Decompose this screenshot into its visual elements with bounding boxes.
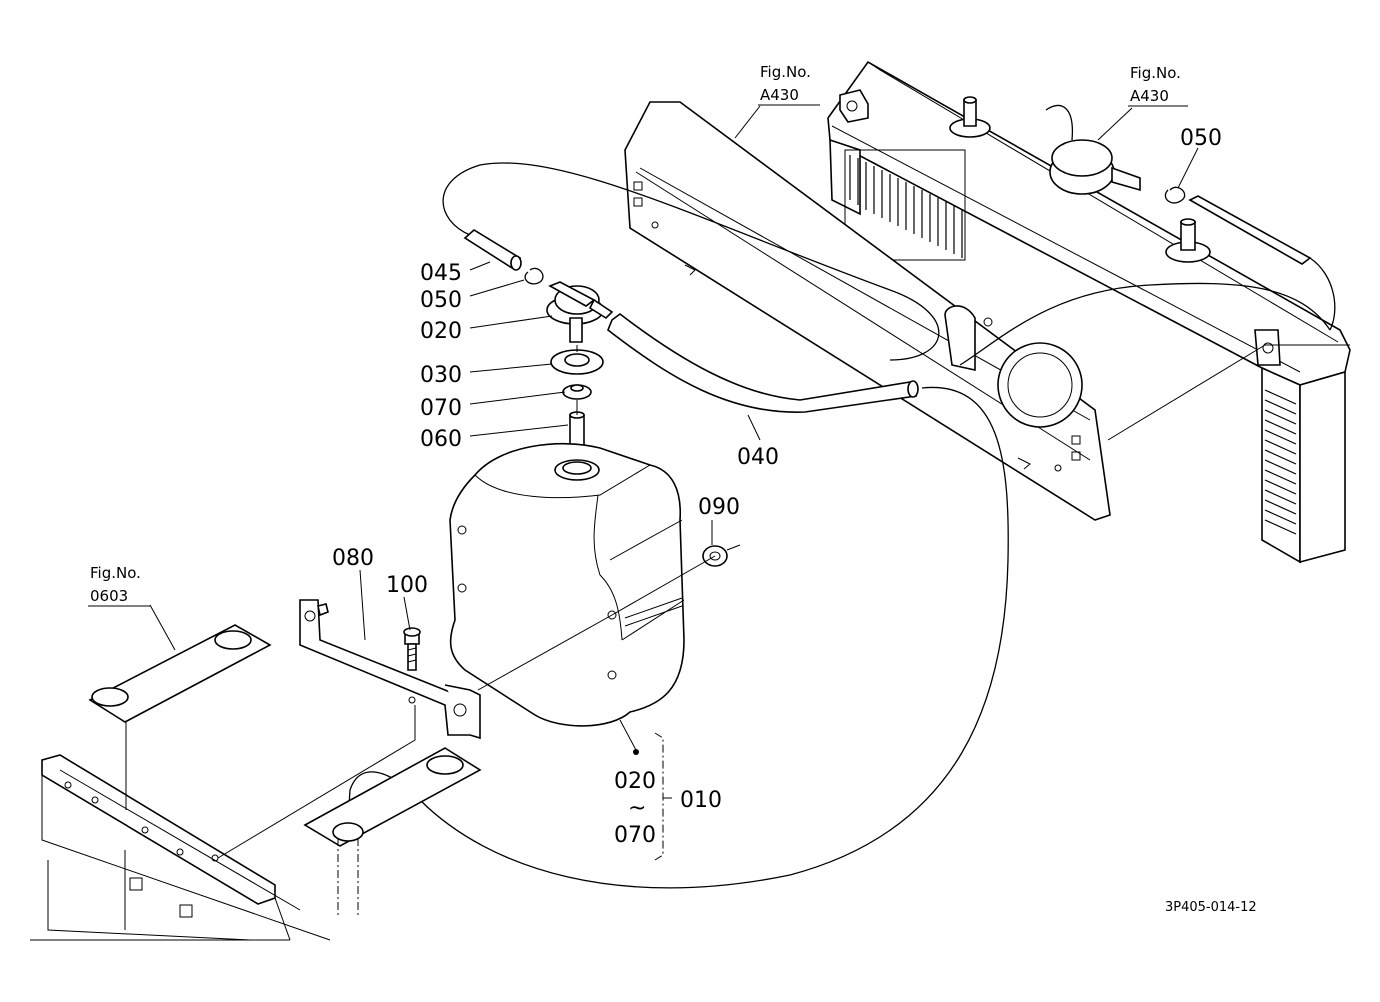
label-045: 045 (420, 261, 462, 286)
leader-lines (149, 107, 1199, 755)
fig-ref-prefix-radiator: Fig.No. (760, 63, 811, 81)
range-from-label: 020 (614, 769, 656, 794)
frame-figure-ref: Fig.No. 0603 (88, 564, 150, 607)
bolt-100 (403, 627, 421, 671)
range-to-label: 070 (614, 823, 656, 848)
reserve-tank (449, 442, 685, 727)
range-tilde: ~ (628, 796, 646, 821)
fig-ref-prefix-frame: Fig.No. (90, 564, 141, 582)
radiator-figure-ref: Fig.No. A430 (758, 63, 820, 106)
label-080: 080 (332, 546, 374, 571)
fig-ref-prefix-cap: Fig.No. (1130, 64, 1181, 82)
label-070: 070 (420, 396, 462, 421)
cap-figure-ref: Fig.No. A430 (1128, 64, 1188, 107)
drawing-code: 3P405-014-12 (1165, 900, 1257, 915)
washer-030 (550, 349, 604, 375)
label-040: 040 (737, 445, 779, 470)
radiator-fins (844, 149, 966, 261)
radiator-assembly (827, 60, 1351, 564)
label-020: 020 (420, 319, 462, 344)
fig-ref-code-radiator: A430 (760, 86, 799, 104)
hose-040 (607, 312, 919, 413)
label-050-left: 050 (420, 288, 462, 313)
guide-lines (125, 105, 1350, 859)
bracket-080 (299, 599, 481, 740)
radiator-cap (1045, 104, 1141, 195)
hose-045 (463, 229, 522, 271)
frame-0603 (30, 624, 482, 941)
label-030: 030 (420, 363, 462, 388)
assembly-label-010: 010 (680, 788, 722, 813)
label-100: 100 (386, 573, 428, 598)
fan-shroud (624, 101, 1111, 521)
cap-fitting-020 (546, 281, 614, 343)
clamp-050-left (524, 267, 544, 285)
fig-ref-code-frame: 0603 (90, 587, 128, 605)
assembly-range: 020 ~ 070 010 (614, 769, 722, 848)
fig-ref-code-cap: A430 (1130, 87, 1169, 105)
assembly-bracket (654, 732, 672, 861)
radiator-side-fins (1264, 389, 1297, 535)
label-090: 090 (698, 495, 740, 520)
label-060: 060 (420, 427, 462, 452)
nut-090 (702, 544, 741, 567)
label-050-right: 050 (1180, 126, 1222, 151)
bushing-070 (562, 384, 592, 400)
